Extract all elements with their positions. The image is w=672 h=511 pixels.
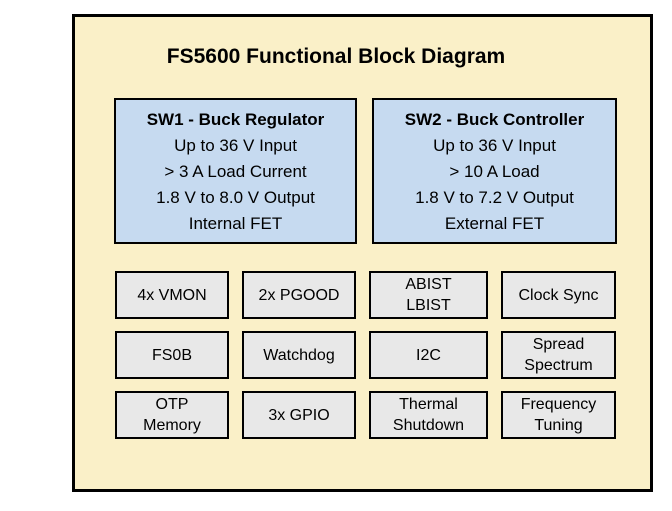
- diagram-title: FS5600 Functional Block Diagram: [166, 45, 506, 68]
- sw2-spec-fet: External FET: [444, 214, 545, 233]
- feature-block-clock-sync: Clock Sync: [501, 271, 616, 319]
- diagram-panel: FS5600 Functional Block Diagram SW1 - Bu…: [72, 14, 653, 492]
- sw2-spec-input: Up to 36 V Input: [433, 136, 556, 155]
- sw1-block-title: SW1 - Buck Regulator: [146, 110, 325, 129]
- feature-block-i2c: I2C: [369, 331, 488, 379]
- sw2-buck-controller-block: SW2 - Buck Controller Up to 36 V Input >…: [372, 98, 617, 244]
- feature-block-spread-spectrum: Spread Spectrum: [501, 331, 616, 379]
- sw2-block-title: SW2 - Buck Controller: [404, 110, 585, 129]
- feature-block-pgood: 2x PGOOD: [242, 271, 356, 319]
- feature-block-fs0b: FS0B: [115, 331, 229, 379]
- feature-block-otp-memory: OTP Memory: [115, 391, 229, 439]
- sw1-spec-fet: Internal FET: [188, 214, 283, 233]
- sw2-spec-output: 1.8 V to 7.2 V Output: [415, 188, 574, 207]
- feature-block-thermal-shutdown: Thermal Shutdown: [369, 391, 488, 439]
- sw2-spec-load: > 10 A Load: [449, 162, 540, 181]
- feature-block-vmon: 4x VMON: [115, 271, 229, 319]
- sw1-spec-input: Up to 36 V Input: [174, 136, 297, 155]
- feature-block-watchdog: Watchdog: [242, 331, 356, 379]
- sw1-buck-regulator-block: SW1 - Buck Regulator Up to 36 V Input > …: [114, 98, 357, 244]
- sw1-spec-output: 1.8 V to 8.0 V Output: [156, 188, 315, 207]
- feature-block-abist-lbist: ABIST LBIST: [369, 271, 488, 319]
- feature-block-frequency-tuning: Frequency Tuning: [501, 391, 616, 439]
- feature-block-gpio: 3x GPIO: [242, 391, 356, 439]
- feature-grid: 4x VMON 2x PGOOD ABIST LBIST Clock Sync …: [115, 271, 616, 439]
- sw1-spec-load: > 3 A Load Current: [164, 162, 307, 181]
